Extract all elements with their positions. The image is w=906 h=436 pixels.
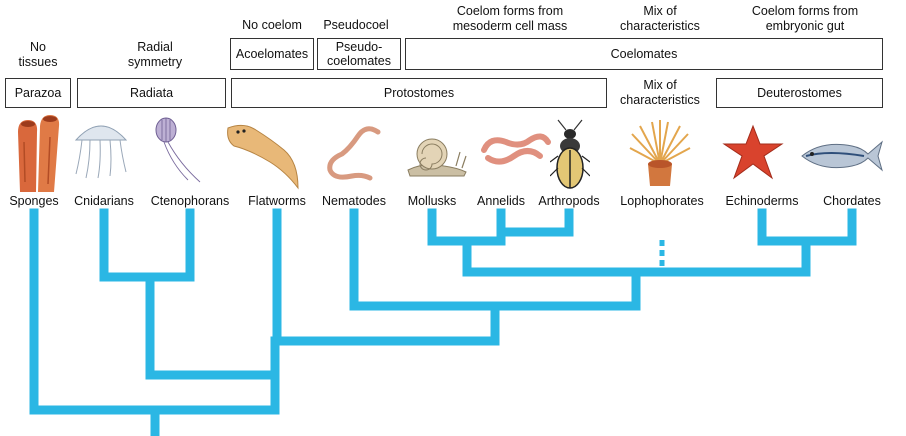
coelomates-box: Coelomates [405, 38, 883, 70]
taxon-label-mollusks: Mollusks [407, 194, 457, 208]
beetle-icon [550, 119, 590, 189]
taxon-label-cnidarians: Cnidarians [74, 194, 134, 208]
flatworm-icon [227, 124, 299, 190]
parazoa-box: Parazoa [5, 78, 71, 108]
header-radial-symmetry: Radial symmetry [127, 40, 183, 69]
header-mix-characteristics: Mix of characteristics [620, 4, 700, 33]
acoelomates-box: Acoelomates [230, 38, 314, 70]
roundworm-icon [327, 126, 381, 181]
branch-annelids-arthropods [496, 208, 574, 237]
fish-icon [801, 140, 883, 172]
starfish-icon [722, 124, 784, 180]
sponge-icon [18, 115, 60, 192]
branch-flatworms [272, 208, 500, 346]
pseudocoelomates-box: Pseudo- coelomates [317, 38, 401, 70]
branch-coelomates [462, 236, 811, 277]
taxon-label-annelids: Annelids [477, 194, 525, 208]
header-no-coelom: No coelom [242, 18, 302, 32]
header-no-tissues: No tissues [18, 40, 58, 69]
header-coelom-gut: Coelom forms from embryonic gut [751, 4, 859, 33]
protostomes-box: Protostomes [231, 78, 607, 108]
radiata-box: Radiata [77, 78, 226, 108]
deuterostomes-box: Deuterostomes [716, 78, 883, 108]
taxon-label-chordates: Chordates [823, 194, 881, 208]
comb-jelly-icon [155, 117, 201, 183]
snail-icon [407, 138, 467, 177]
taxon-label-lophophorates: Lophophorates [620, 194, 704, 208]
header-pseudocoel: Pseudocoel [323, 18, 389, 32]
branch-eumetazoa [145, 272, 280, 380]
taxon-label-flatworms: Flatworms [248, 194, 306, 208]
taxon-label-nematodes: Nematodes [322, 194, 386, 208]
taxon-label-sponges: Sponges [9, 194, 59, 208]
branch-radiata [99, 208, 195, 282]
jellyfish-icon [74, 125, 128, 179]
mix-characteristics-label: Mix of characteristics [620, 78, 700, 107]
branch-nematodes [349, 208, 641, 311]
earthworm-icon [481, 133, 551, 165]
taxon-label-arthropods: Arthropods [538, 194, 600, 208]
taxon-label-echinoderms: Echinoderms [725, 194, 799, 208]
taxon-label-ctenophorans: Ctenophorans [150, 194, 230, 208]
header-coelom-mesoderm: Coelom forms from mesoderm cell mass [452, 4, 568, 33]
lophophorate-icon [629, 120, 691, 186]
